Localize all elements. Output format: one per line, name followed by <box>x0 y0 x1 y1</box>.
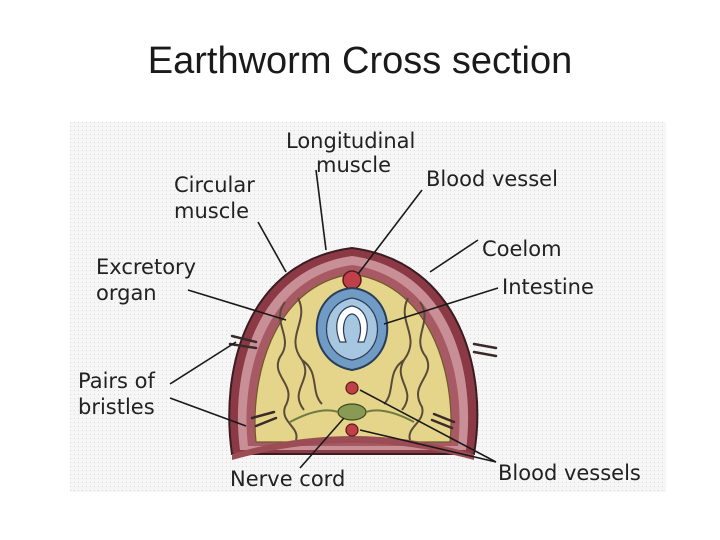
earthworm-cross-section-figure: Longitudinal muscle Circular muscle Bloo… <box>70 122 666 492</box>
label-blood-vessels: Blood vessels <box>498 461 641 485</box>
ventral-blood-vessel <box>345 381 359 395</box>
label-circular-muscle-line1: Circular <box>174 173 255 197</box>
label-nerve-cord: Nerve cord <box>230 467 345 491</box>
typhlosole <box>336 305 368 343</box>
label-longitudinal-muscle-line1: Longitudinal <box>286 129 415 153</box>
nerve-branch-left <box>289 409 339 423</box>
label-excretory-organ-line1: Excretory <box>96 255 196 279</box>
label-longitudinal-muscle-line2: muscle <box>316 153 391 177</box>
label-blood-vessel: Blood vessel <box>426 167 558 191</box>
label-circular-muscle-line2: muscle <box>174 199 249 223</box>
label-intestine: Intestine <box>502 275 594 299</box>
cross-section-diagram: Longitudinal muscle Circular muscle Bloo… <box>70 122 666 492</box>
nerve-cord-shape <box>337 403 367 421</box>
label-coelom: Coelom <box>482 237 562 261</box>
bristles <box>228 334 498 430</box>
leader-lines <box>169 169 499 469</box>
nerve-branch-right <box>365 409 415 423</box>
label-bristles-line1: Pairs of <box>78 369 156 393</box>
intestine <box>315 286 389 372</box>
slide-title: Earthworm Cross section <box>147 40 573 82</box>
label-bristles-line2: bristles <box>78 395 155 419</box>
excretory-organ-left <box>276 297 323 441</box>
excretory-organ-right <box>383 297 430 441</box>
subneural-blood-vessel <box>345 423 359 437</box>
label-excretory-organ-line2: organ <box>96 281 157 305</box>
